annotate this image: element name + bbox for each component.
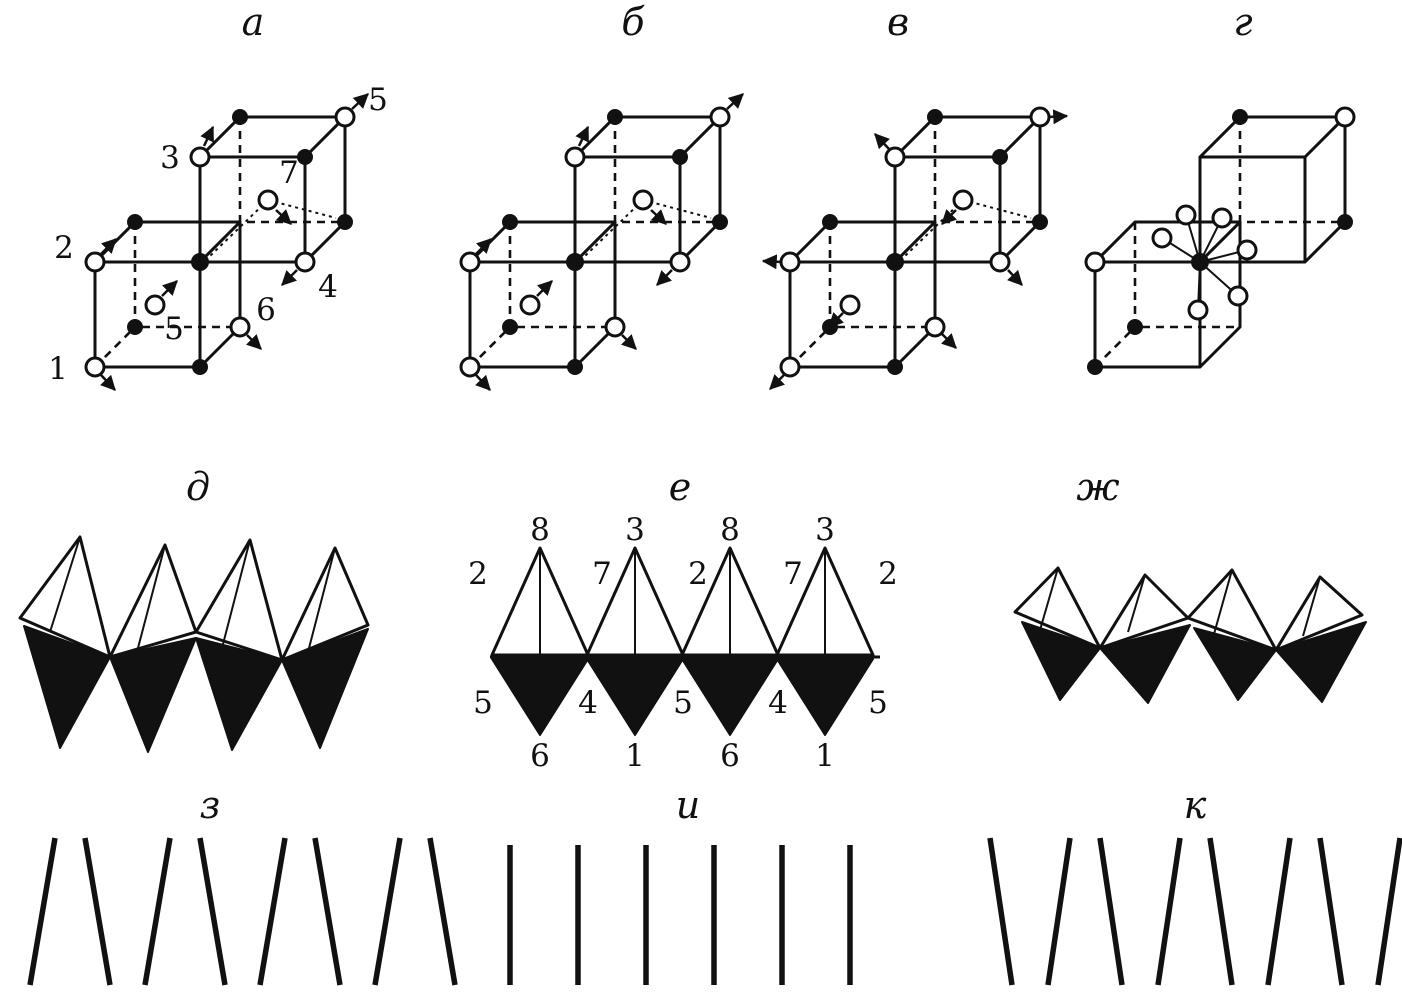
cube-pair	[781, 108, 1049, 376]
panel-label-k: к	[1184, 783, 1207, 827]
panel-g-structure	[1084, 106, 1356, 375]
panel-v-structure	[761, 108, 1069, 390]
atom-label-7: 7	[279, 155, 299, 191]
vertex-label-bottom-2: 1	[625, 738, 645, 774]
atom-label-1: 1	[48, 351, 68, 387]
cube-pair	[461, 108, 729, 376]
vertex-label-bottom-3: 6	[720, 738, 740, 774]
panel-label-zh: ж	[1076, 465, 1119, 509]
vertex-label-top-3: 8	[720, 512, 740, 548]
atom-label-2: 2	[54, 230, 74, 266]
vertex-label-upper-2: 7	[592, 556, 612, 592]
displacement-arrows	[476, 94, 743, 390]
panel-label-v: в	[887, 0, 909, 44]
cube-pair	[86, 108, 354, 376]
atom-label-6: 6	[256, 292, 276, 328]
atom-label-5-upper: 5	[368, 82, 388, 118]
panel-i-vertical-pattern	[507, 845, 853, 985]
panel-k-tilt-pattern	[987, 837, 1402, 986]
vertex-label-lower-5: 5	[868, 685, 888, 721]
vertex-label-lower-2: 4	[578, 685, 598, 721]
vertex-label-upper-5: 2	[878, 556, 898, 592]
vertex-label-bottom-1: 6	[530, 738, 550, 774]
vertex-label-top-2: 3	[625, 512, 645, 548]
panel-label-d: д	[186, 465, 210, 509]
panel-d-octahedra-chain	[18, 535, 370, 753]
panel-label-b: б	[621, 0, 645, 44]
vertex-label-top-4: 3	[815, 512, 835, 548]
vertex-label-upper-4: 7	[783, 556, 803, 592]
panel-e-numbered-chain: 8 3 8 3 2 7 2 7 2 5 4 5 4 5 6 1 6 1	[468, 512, 898, 774]
panel-label-z: з	[200, 783, 221, 827]
panel-b-structure	[461, 94, 743, 390]
atom-label-3: 3	[160, 140, 180, 176]
vertex-label-bottom-4: 1	[815, 738, 835, 774]
displacement-arrows	[761, 109, 1069, 390]
panel-label-g: г	[1233, 0, 1252, 44]
vertex-label-top-1: 8	[530, 512, 550, 548]
atom-label-4: 4	[318, 269, 338, 305]
panel-zh-octahedra-chain	[1013, 566, 1367, 704]
atom-label-5-lower: 5	[164, 311, 184, 347]
panel-z-tilt-pattern	[27, 837, 458, 986]
upper-cube	[1198, 115, 1347, 264]
panel-label-e: е	[669, 465, 692, 509]
panel-label-a: а	[242, 0, 265, 44]
vertex-label-lower-4: 4	[768, 685, 788, 721]
panel-label-i: и	[676, 783, 700, 827]
panel-a-structure: 3 5 7 4 2 5 6 1	[48, 82, 388, 390]
displacement-arrows	[101, 94, 368, 390]
vertex-label-upper-3: 2	[688, 556, 708, 592]
vertex-label-upper-1: 2	[468, 556, 488, 592]
vertex-label-lower-1: 5	[473, 685, 493, 721]
atoms	[1084, 106, 1356, 375]
vertex-label-lower-3: 5	[673, 685, 693, 721]
